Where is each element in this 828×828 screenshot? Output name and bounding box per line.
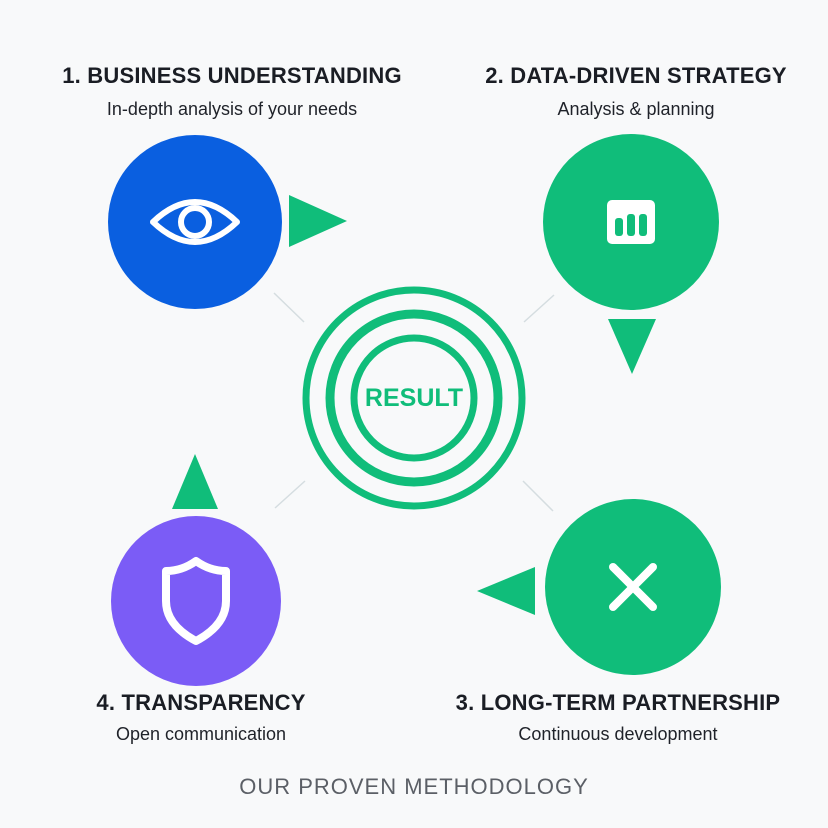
step-4-circle — [111, 516, 281, 686]
step-1-circle — [108, 135, 282, 309]
methodology-footer: OUR PROVEN METHODOLOGY — [239, 774, 589, 799]
connector-2 — [523, 294, 555, 323]
step-1-title: 1. BUSINESS UNDERSTANDING — [62, 63, 402, 88]
target-rings-icon — [302, 286, 526, 510]
step-3-circle — [545, 499, 721, 675]
arrow-left-icon — [477, 567, 535, 615]
step-2-title: 2. DATA-DRIVEN STRATEGY — [485, 63, 787, 88]
shield-icon — [162, 557, 230, 645]
connector-1 — [273, 292, 305, 323]
step-3-title: 3. LONG-TERM PARTNERSHIP — [455, 690, 781, 715]
step-3-subtitle: Continuous development — [518, 724, 718, 744]
arrow-down-icon — [608, 319, 656, 374]
step-4-title: 4. TRANSPARENCY — [96, 690, 306, 715]
step-4-subtitle: Open communication — [115, 724, 287, 744]
step-2-circle — [543, 134, 719, 310]
result-target: RESULT — [299, 283, 529, 513]
result-label: RESULT — [364, 383, 464, 412]
arrow-right-icon — [289, 195, 347, 247]
close-x-icon — [609, 563, 657, 611]
arrow-up-icon — [172, 454, 218, 509]
connector-3 — [522, 480, 554, 512]
step-2-subtitle: Analysis & planning — [557, 99, 715, 119]
bar-chart-icon — [607, 200, 655, 244]
step-1-subtitle: In-depth analysis of your needs — [106, 99, 358, 119]
eye-icon — [150, 199, 240, 245]
connector-4 — [274, 480, 306, 509]
